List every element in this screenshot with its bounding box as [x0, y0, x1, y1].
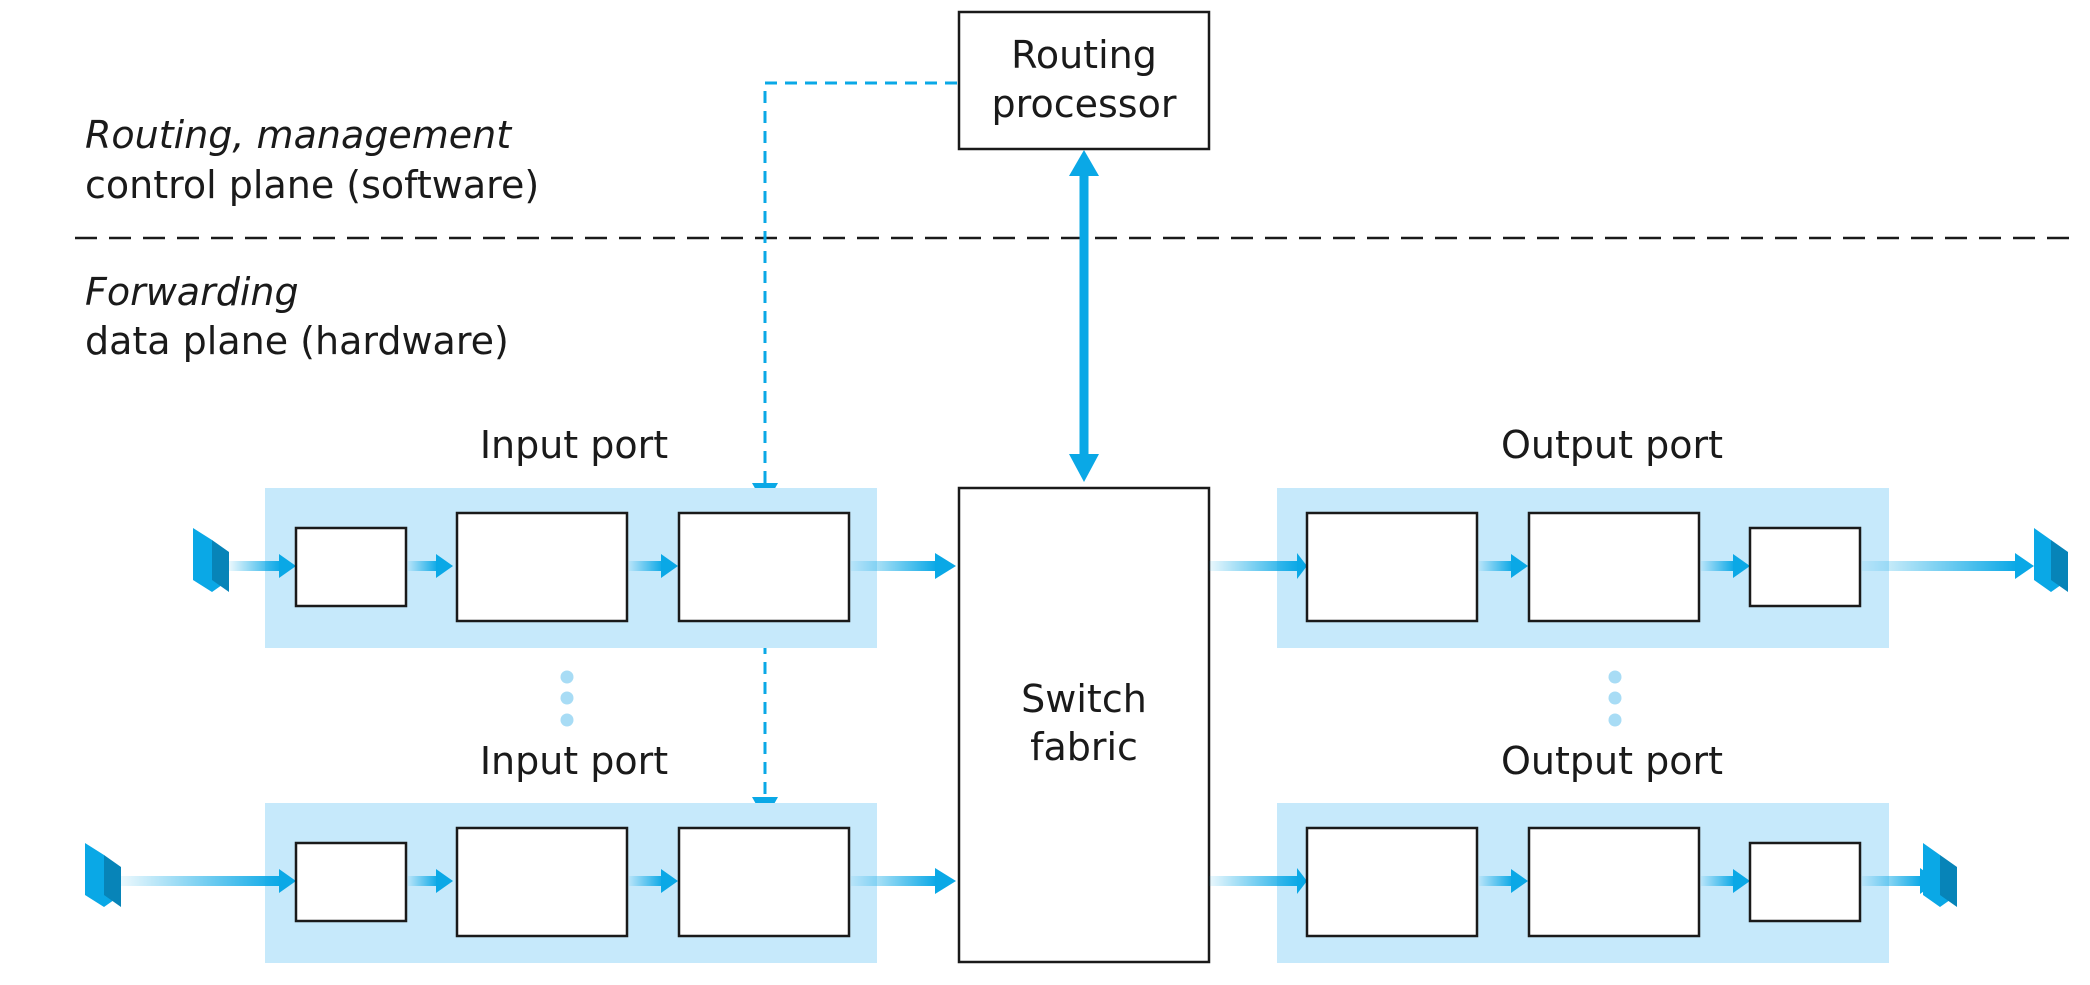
input-port-bottom-arrowhead-2 — [661, 869, 678, 893]
input-port-bottom-line-termination-box — [294, 841, 408, 923]
output-port-bottom-arrowhead-from-fabric — [1297, 868, 1307, 894]
output-port-bottom-link-layer-box — [1527, 826, 1701, 938]
control-plane-subtitle: control plane (software) — [85, 163, 539, 207]
routing-processor-label-line2: processor — [992, 82, 1177, 126]
data-plane-title: Forwarding — [85, 270, 299, 314]
output-port-bottom-arrow-1 — [1479, 876, 1513, 886]
output-port-top-arrowhead-from-fabric — [1297, 553, 1307, 579]
input-port-bottom-arrow-to-fabric — [851, 876, 937, 886]
output-port-bottom-arrowhead-1 — [1511, 869, 1528, 893]
output-port-top-queue-box — [1305, 511, 1479, 623]
input-port-bottom-arrowhead-1 — [436, 869, 453, 893]
input-port-top-arrow-to-fabric — [851, 561, 937, 571]
routing-processor-box — [957, 10, 1211, 151]
output-port-top-label: Output port — [1501, 423, 1723, 467]
input-port-top-lookup-box — [677, 511, 851, 623]
input-port-bottom-arrow-1 — [408, 876, 438, 886]
input-port-top-arrowhead-2 — [661, 554, 678, 578]
input-port-bottom-arrowhead-in — [279, 869, 296, 893]
output-port-bottom-line-termination-box — [1748, 841, 1862, 923]
switch-fabric-label-line2: fabric — [1030, 725, 1138, 769]
input-port-top-arrowhead-in — [279, 554, 296, 578]
output-port-bottom-arrow-out — [1862, 876, 1922, 886]
input-line-termination-bottom-icon-face — [104, 855, 121, 907]
data-plane-subtitle: data plane (hardware) — [85, 319, 509, 363]
output-port-ellipsis-dot — [1608, 691, 1622, 705]
control-path-dashed-line — [763, 81, 957, 483]
output-port-top-link-layer-box — [1527, 511, 1701, 623]
input-line-termination-top-icon-face — [212, 540, 229, 592]
output-port-bottom-label: Output port — [1501, 739, 1723, 783]
output-port-top-arrow-2 — [1701, 561, 1735, 571]
output-port-top-arrow-1 — [1479, 561, 1513, 571]
input-port-ellipsis-dot — [560, 670, 574, 684]
input-port-top-arrowhead-to-fabric — [935, 553, 956, 579]
output-port-top-arrow-from-fabric — [1209, 561, 1299, 571]
output-port-top-arrow-out — [1862, 561, 2017, 571]
input-port-ellipsis-dot — [560, 691, 574, 705]
input-port-top-arrow-2 — [629, 561, 663, 571]
output-port-bottom-arrow-2 — [1701, 876, 1735, 886]
output-port-bottom-queue-box — [1305, 826, 1479, 938]
switch-fabric-label-line1: Switch — [1021, 677, 1147, 721]
input-port-ellipsis-dot — [560, 713, 574, 727]
input-port-bottom-arrowhead-to-fabric — [935, 868, 956, 894]
output-port-top-arrowhead-1 — [1511, 554, 1528, 578]
output-port-ellipsis-dot — [1608, 670, 1622, 684]
output-line-termination-top-icon-face — [2051, 540, 2068, 592]
input-port-top-arrowhead-1 — [436, 554, 453, 578]
input-port-top-link-layer-box — [455, 511, 629, 623]
input-port-bottom-arrow-in — [121, 876, 281, 886]
switch-fabric-box — [957, 486, 1211, 964]
output-line-termination-bottom-icon-face — [1940, 855, 1957, 907]
processor-fabric-arrowhead-down — [1069, 454, 1099, 482]
output-port-top-arrowhead-2 — [1733, 554, 1750, 578]
output-port-top-arrowhead-out — [2015, 553, 2034, 579]
processor-fabric-arrowhead-up — [1069, 150, 1099, 176]
input-port-top-arrow-in — [229, 561, 281, 571]
output-port-top-line-termination-box — [1748, 526, 1862, 608]
output-port-bottom-arrow-from-fabric — [1209, 876, 1299, 886]
input-port-bottom-link-layer-box — [455, 826, 629, 938]
output-port-ellipsis-dot — [1608, 713, 1622, 727]
control-plane-title: Routing, management — [85, 113, 513, 157]
input-port-top-line-termination-box — [294, 526, 408, 608]
output-port-bottom-arrowhead-2 — [1733, 869, 1750, 893]
input-port-bottom-label: Input port — [480, 739, 668, 783]
input-port-bottom-lookup-box — [677, 826, 851, 938]
input-port-bottom-arrow-2 — [629, 876, 663, 886]
input-port-top-label: Input port — [480, 423, 668, 467]
input-port-top-arrow-1 — [408, 561, 438, 571]
routing-processor-label-line1: Routing — [1011, 33, 1157, 77]
